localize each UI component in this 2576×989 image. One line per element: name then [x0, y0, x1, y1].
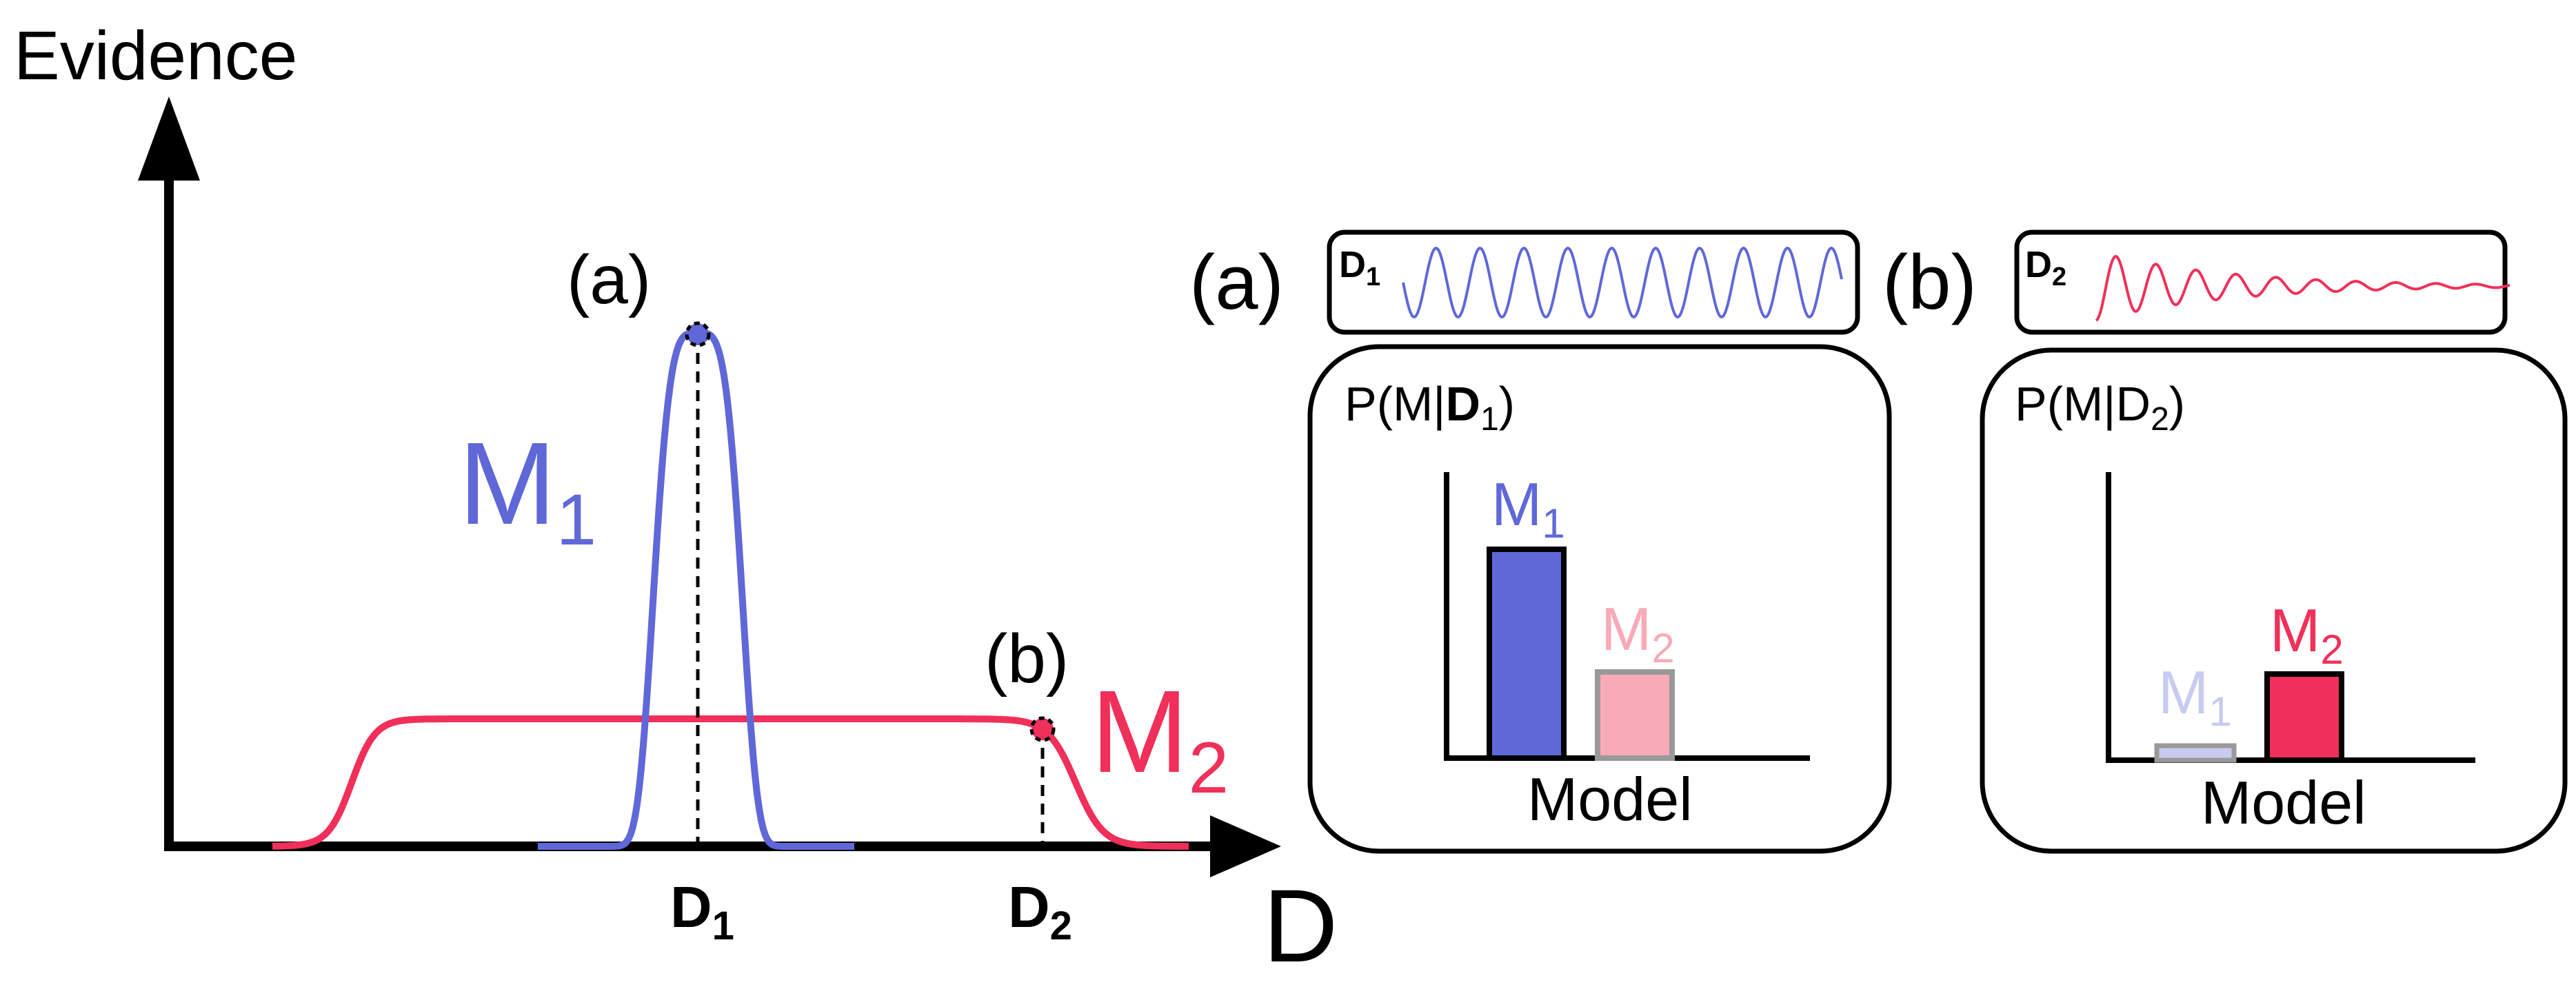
posterior-b-bar-m1-label: M1 — [2158, 658, 2232, 735]
posterior-b-box — [1980, 347, 2568, 854]
posterior-b-bar-m1 — [2154, 743, 2237, 763]
posterior-a-ylabel: P(M|D1) — [1345, 377, 1515, 438]
posterior-a-bar-m1-label: M1 — [1491, 470, 1565, 547]
posterior-b-ylabel: P(M|D2) — [2015, 377, 2185, 438]
point-b-marker — [1029, 716, 1056, 742]
point-a-marker — [685, 321, 711, 347]
posterior-a-xlabel: Model — [1527, 765, 1693, 833]
signal-d1-box — [1327, 230, 1860, 335]
posterior-b-xlabel: Model — [2201, 768, 2366, 837]
signal-d2-box — [2014, 230, 2508, 335]
posterior-a-bar-m2 — [1595, 669, 1675, 761]
y-axis-arrowhead — [138, 96, 200, 181]
signal-d1-label: D1 — [1339, 244, 1380, 292]
m1-curve-label: M1 — [459, 418, 596, 560]
posterior-b-bar-m2-label: M2 — [2270, 596, 2344, 673]
x-axis-arrowhead — [1210, 815, 1281, 877]
signal-d1-waveform — [1402, 246, 1843, 319]
m2-evidence-curve — [272, 715, 1189, 850]
tick-d2-label: D2 — [1008, 875, 1072, 948]
panel-a: (a) D1 P(M|D1) M1 M2 Model — [1189, 230, 1892, 854]
m2-curve-label: M2 — [1091, 666, 1229, 808]
point-a-label: (a) — [567, 241, 651, 318]
panel-b-tag: (b) — [1882, 239, 1977, 325]
posterior-a-bar-m2-label: M2 — [1601, 595, 1675, 671]
posterior-a-bar-m1 — [1487, 547, 1567, 761]
panel-b: (b) D2 P(M|D2) M1 M2 Model — [1882, 230, 2568, 854]
signal-d2-label: D2 — [2025, 244, 2066, 292]
panel-a-tag: (a) — [1189, 239, 1284, 325]
posterior-a-box — [1307, 344, 1892, 854]
point-b-label: (b) — [985, 620, 1069, 697]
evidence-plot: Evidence D D1 D2 (a) (b) M1 M2 — [14, 17, 1338, 983]
x-axis-label: D — [1263, 868, 1338, 983]
y-axis-label: Evidence — [14, 17, 297, 94]
tick-d1-label: D1 — [670, 875, 734, 948]
posterior-b-bar-m2 — [2264, 671, 2344, 763]
signal-d2-waveform — [2095, 254, 2510, 322]
